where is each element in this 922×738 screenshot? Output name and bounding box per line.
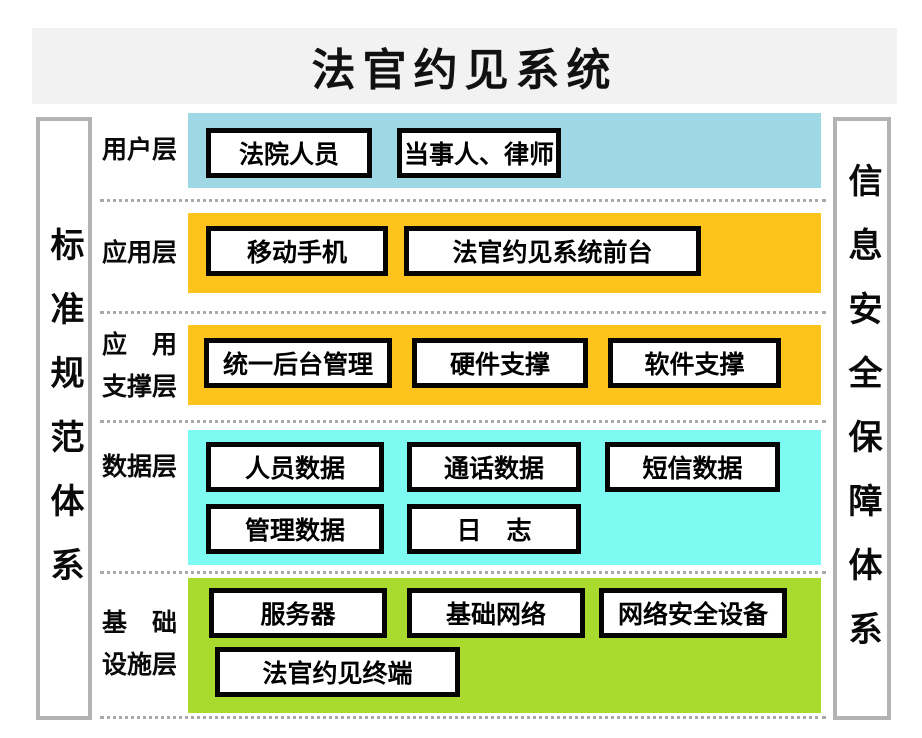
item-box-hardware-support: 硬件支撑 <box>412 338 588 388</box>
item-box-unified-backend: 统一后台管理 <box>204 338 392 388</box>
item-box-log: 日 志 <box>407 504 581 554</box>
layer-label-data: 数据层 <box>102 452 178 481</box>
item-box-parties-lawyers: 当事人、律师 <box>397 128 561 178</box>
layer-label-app-support: 应 用 支撑层 <box>102 324 188 408</box>
item-box-personnel-data: 人员数据 <box>206 442 384 492</box>
left-pillar: 标准规范体系 <box>36 117 92 720</box>
item-box-mobile-phone: 移动手机 <box>206 226 388 276</box>
item-box-sms-data: 短信数据 <box>605 442 780 492</box>
separator-dotted-3 <box>100 420 826 423</box>
layer-label-user: 用户层 <box>102 135 178 164</box>
item-box-server: 服务器 <box>209 588 387 638</box>
layer-label-application: 应用层 <box>102 238 178 267</box>
item-box-system-frontend: 法官约见系统前台 <box>404 226 701 276</box>
separator-dotted-1 <box>100 199 826 202</box>
separator-dotted-5 <box>100 716 826 719</box>
item-box-management-data: 管理数据 <box>206 504 384 554</box>
item-box-basic-network: 基础网络 <box>407 588 585 638</box>
item-box-network-security-device: 网络安全设备 <box>599 588 787 638</box>
title-banner: 法官约见系统 <box>32 28 897 104</box>
layer-label-app-support-line1: 应 用 <box>102 330 178 359</box>
left-pillar-label: 标准规范体系 <box>44 226 84 611</box>
separator-dotted-2 <box>100 311 826 314</box>
separator-dotted-4 <box>100 571 826 574</box>
item-box-court-staff: 法院人员 <box>206 128 372 178</box>
right-pillar: 信息安全保障体系 <box>833 117 891 720</box>
item-box-call-data: 通话数据 <box>407 442 581 492</box>
layer-label-infrastructure-line2: 设施层 <box>102 650 178 679</box>
layer-label-infrastructure: 基 础 设施层 <box>102 602 188 686</box>
item-box-judge-meeting-terminal: 法官约见终端 <box>215 647 460 697</box>
layer-label-app-support-line2: 支撑层 <box>102 372 178 401</box>
diagram-title: 法官约见系统 <box>311 45 618 96</box>
right-pillar-label: 信息安全保障体系 <box>842 162 882 675</box>
item-box-software-support: 软件支撑 <box>608 338 781 388</box>
layer-label-infrastructure-line1: 基 础 <box>102 608 178 637</box>
